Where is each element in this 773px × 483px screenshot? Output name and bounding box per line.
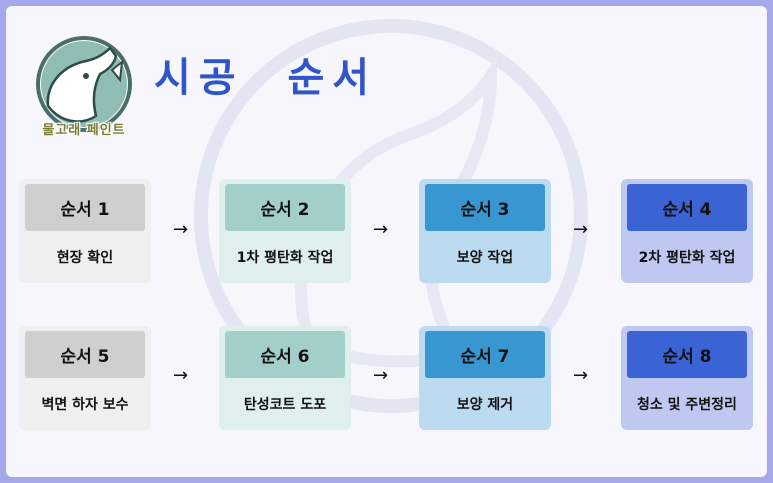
step-text: 현장 확인: [56, 250, 114, 266]
step-text: 청소 및 주변정리: [637, 397, 737, 413]
step-text: 1차 평탄화 작업: [236, 250, 334, 266]
step-card-5: 순서 5 벽면 하자 보수: [19, 326, 151, 430]
step-text: 보양 제거: [456, 397, 514, 413]
step-label: 순서 7: [425, 331, 545, 378]
dolphin-logo-icon: [36, 36, 132, 132]
step-label: 순서 6: [225, 331, 345, 378]
arrow-right-icon: →: [573, 365, 589, 386]
page-title: 시공 순서: [154, 55, 378, 101]
step-label: 순서 3: [425, 184, 545, 231]
step-card-1: 순서 1 현장 확인: [19, 179, 151, 283]
step-label: 순서 4: [627, 184, 747, 231]
brand-name: 물고래 페인트: [42, 123, 126, 138]
step-label: 순서 2: [225, 184, 345, 231]
arrow-right-icon: →: [173, 365, 189, 386]
step-card-3: 순서 3 보양 작업: [419, 179, 551, 283]
step-label: 순서 8: [627, 331, 747, 378]
step-text: 2차 평탄화 작업: [638, 250, 736, 266]
step-card-6: 순서 6 탄성코트 도포: [219, 326, 351, 430]
step-text: 보양 작업: [456, 250, 514, 266]
arrow-right-icon: →: [373, 219, 389, 240]
step-card-7: 순서 7 보양 제거: [419, 326, 551, 430]
step-label: 순서 1: [25, 184, 145, 231]
arrow-right-icon: →: [573, 219, 589, 240]
arrow-right-icon: →: [373, 365, 389, 386]
step-label: 순서 5: [25, 331, 145, 378]
step-card-8: 순서 8 청소 및 주변정리: [621, 326, 753, 430]
step-text: 탄성코트 도포: [243, 397, 327, 413]
step-card-4: 순서 4 2차 평탄화 작업: [621, 179, 753, 283]
page-frame: 물고래 페인트 시공 순서 순서 1 현장 확인 → 순서 2 1차 평탄화 작…: [6, 6, 767, 477]
arrow-right-icon: →: [173, 219, 189, 240]
step-text: 벽면 하자 보수: [41, 397, 129, 413]
step-card-2: 순서 2 1차 평탄화 작업: [219, 179, 351, 283]
